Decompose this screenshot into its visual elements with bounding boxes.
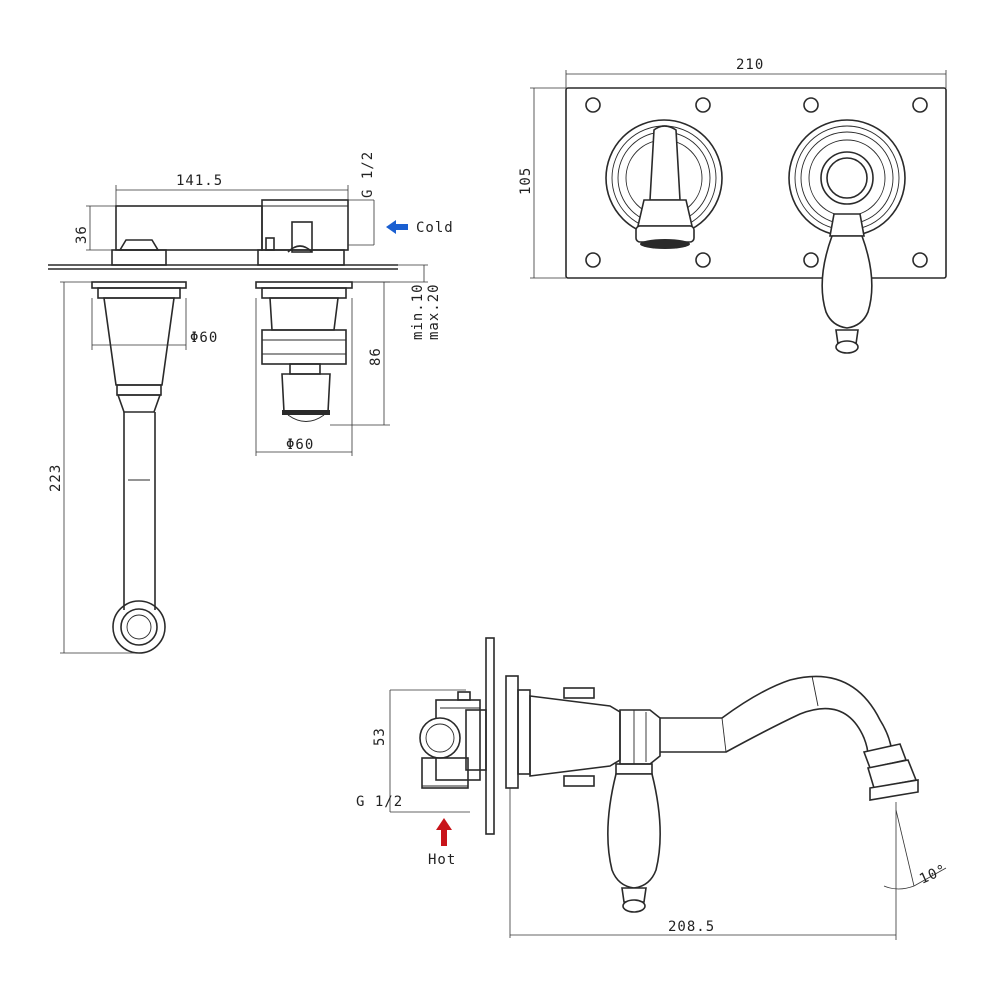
dim-max: max.20 — [426, 283, 442, 340]
top-view: 141.5 G 1/2 36 Φ60 223 86 min.10 max.20 … — [48, 151, 454, 654]
hot-arrow-icon — [436, 818, 452, 846]
dim-reach: 208.5 — [668, 919, 715, 935]
dim-thread-side: G 1/2 — [360, 151, 376, 198]
dim-angle: 10° — [917, 862, 949, 888]
dim-53: 53 — [372, 727, 388, 746]
front-view: 210 105 — [518, 57, 947, 354]
dim-141: 141.5 — [176, 173, 223, 189]
dim-plate-width: 210 — [736, 57, 764, 73]
dim-min: min.10 — [410, 283, 426, 340]
side-view: 53 G 1/2 208.5 10° Hot — [356, 637, 949, 940]
dim-plate-height: 105 — [518, 167, 534, 195]
dim-223: 223 — [48, 464, 64, 492]
dim-dia-left: Φ60 — [190, 330, 218, 346]
dim-86: 86 — [368, 347, 384, 366]
dim-thread-bottom: G 1/2 — [356, 794, 403, 810]
hot-label: Hot — [428, 852, 456, 868]
cold-arrow-icon — [386, 220, 408, 234]
dim-36: 36 — [74, 225, 90, 244]
cold-label: Cold — [416, 220, 454, 236]
dim-dia-right: Φ60 — [286, 437, 314, 453]
